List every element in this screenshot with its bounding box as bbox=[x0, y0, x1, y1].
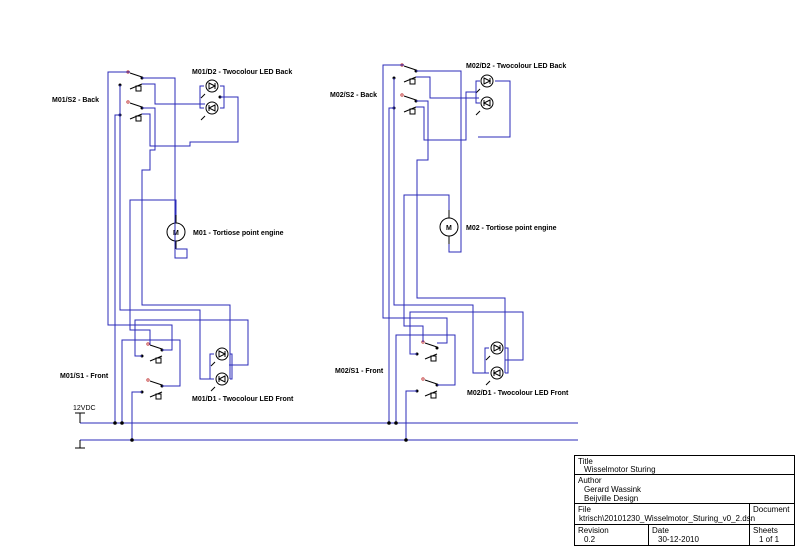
author-line2: Beijville Design bbox=[584, 494, 638, 503]
wires-m02 bbox=[382, 64, 524, 442]
supply-label: 12VDC bbox=[73, 405, 96, 412]
led-m01-d2 bbox=[200, 79, 222, 121]
label-m01-s2: M01/S2 - Back bbox=[52, 97, 99, 104]
revision-value: 0.2 bbox=[584, 535, 596, 544]
motor-m02-symbol: M bbox=[446, 225, 452, 232]
led-m01-d1 bbox=[210, 347, 229, 392]
circuit-m02: M02/S2 - Back M02/D2 - Twocolour LED Bac… bbox=[330, 63, 569, 442]
motor-m01-symbol: M bbox=[173, 230, 179, 237]
revision-label: Revision bbox=[578, 526, 609, 535]
switch-m01-s2 bbox=[118, 70, 144, 122]
label-m02-s1: M02/S1 - Front bbox=[335, 368, 384, 375]
led-m02-d2 bbox=[475, 74, 494, 116]
led-m02-d1 bbox=[485, 341, 504, 386]
motor-m02: M bbox=[439, 210, 459, 244]
title-block: Title Wisselmotor Sturing Author Gerard … bbox=[574, 455, 795, 546]
label-m02-s2: M02/S2 - Back bbox=[330, 92, 377, 99]
author-label: Author bbox=[578, 476, 602, 485]
switch-m02-s1 bbox=[415, 340, 439, 399]
switch-m02-s2 bbox=[392, 63, 418, 115]
sheets-value: 1 of 1 bbox=[759, 535, 780, 544]
date-label: Date bbox=[652, 526, 669, 535]
circuit-m01: M01/S2 - Back M01/D2 - Twocolour LED Bac… bbox=[52, 69, 294, 442]
date-value: 30-12-2010 bbox=[658, 535, 699, 544]
file-value: ktrisch\20101230_Wisselmotor_Sturing_v0_… bbox=[579, 514, 755, 523]
wires-m01 bbox=[107, 71, 249, 442]
label-m01-d2: M01/D2 - Twocolour LED Back bbox=[192, 69, 292, 76]
document-label: Document bbox=[753, 505, 790, 514]
file-label: File bbox=[578, 505, 591, 514]
label-m02-d1: M02/D1 - Twocolour LED Front bbox=[467, 390, 569, 397]
label-m01-s1: M01/S1 - Front bbox=[60, 373, 109, 380]
sheets-label: Sheets bbox=[753, 526, 778, 535]
switch-m01-s1 bbox=[140, 342, 164, 400]
supply-rails: 12VDC bbox=[73, 405, 578, 449]
label-m02-d2: M02/D2 - Twocolour LED Back bbox=[466, 63, 566, 70]
label-m02-motor: M02 - Tortiose point engine bbox=[466, 225, 557, 232]
label-m01-d1: M01/D1 - Twocolour LED Front bbox=[192, 396, 294, 403]
title-label: Title bbox=[578, 457, 593, 466]
title-value: Wisselmotor Sturing bbox=[584, 465, 656, 474]
motor-m01: M bbox=[166, 215, 186, 249]
label-m01-motor: M01 - Tortiose point engine bbox=[193, 230, 284, 237]
author-line1: Gerard Wassink bbox=[584, 485, 642, 494]
